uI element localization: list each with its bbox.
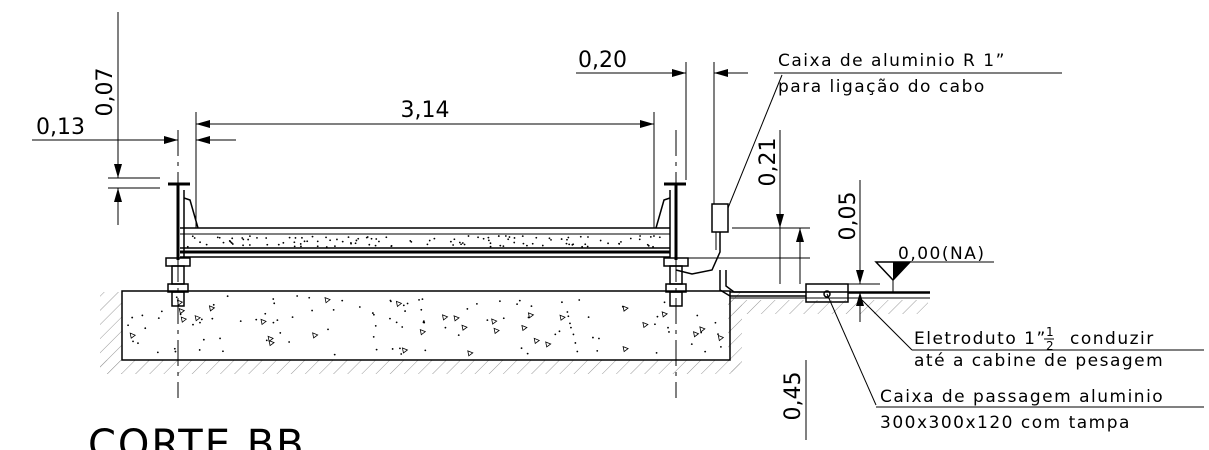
note-conduit-part1: Eletroduto 1” [914,329,1047,349]
level-label: 0,00(NA) [898,244,985,264]
dim-label-0-45: 0,45 [781,372,806,421]
dim-label-0-05: 0,05 [836,192,861,241]
note-conduit-frac-num: 1 [1046,325,1054,339]
dim-0-13 [32,112,236,228]
dim-0-21 [680,130,810,284]
note-pass-box-line2: 300x300x120 com tampa [880,413,1131,433]
concrete-foundation [121,290,731,361]
right-support [655,130,689,398]
dim-0-05 [820,180,880,322]
note-conduit-line2: até a cabine de pesagem [914,351,1164,371]
junction-box-r1 [675,74,783,275]
dim-label-3-14: 3,14 [401,98,450,123]
dim-label-0-21: 0,21 [756,138,781,187]
dim-3-14 [196,112,655,228]
dim-label-0-13: 0,13 [36,115,85,140]
note-box-r1-line1: Caixa de aluminio R 1” [778,51,1006,71]
note-box-r1-line2: para ligação do cabo [778,77,986,97]
scale-platform [180,227,670,258]
conduit [719,270,930,406]
ground-hatch [100,292,928,374]
note-pass-box-line1: Caixa de passagem aluminio [880,387,1164,407]
dim-0-20 [576,62,748,204]
section-title: CORTE BB [88,422,306,450]
dim-label-0-20: 0,20 [578,48,627,73]
note-conduit-frac-den: 2 [1046,339,1054,353]
left-support [165,130,199,398]
level-marker [874,261,994,292]
note-conduit-part2: conduzir [1070,329,1155,349]
dim-label-0-07: 0,07 [93,68,118,117]
dim-0-07 [108,12,160,225]
